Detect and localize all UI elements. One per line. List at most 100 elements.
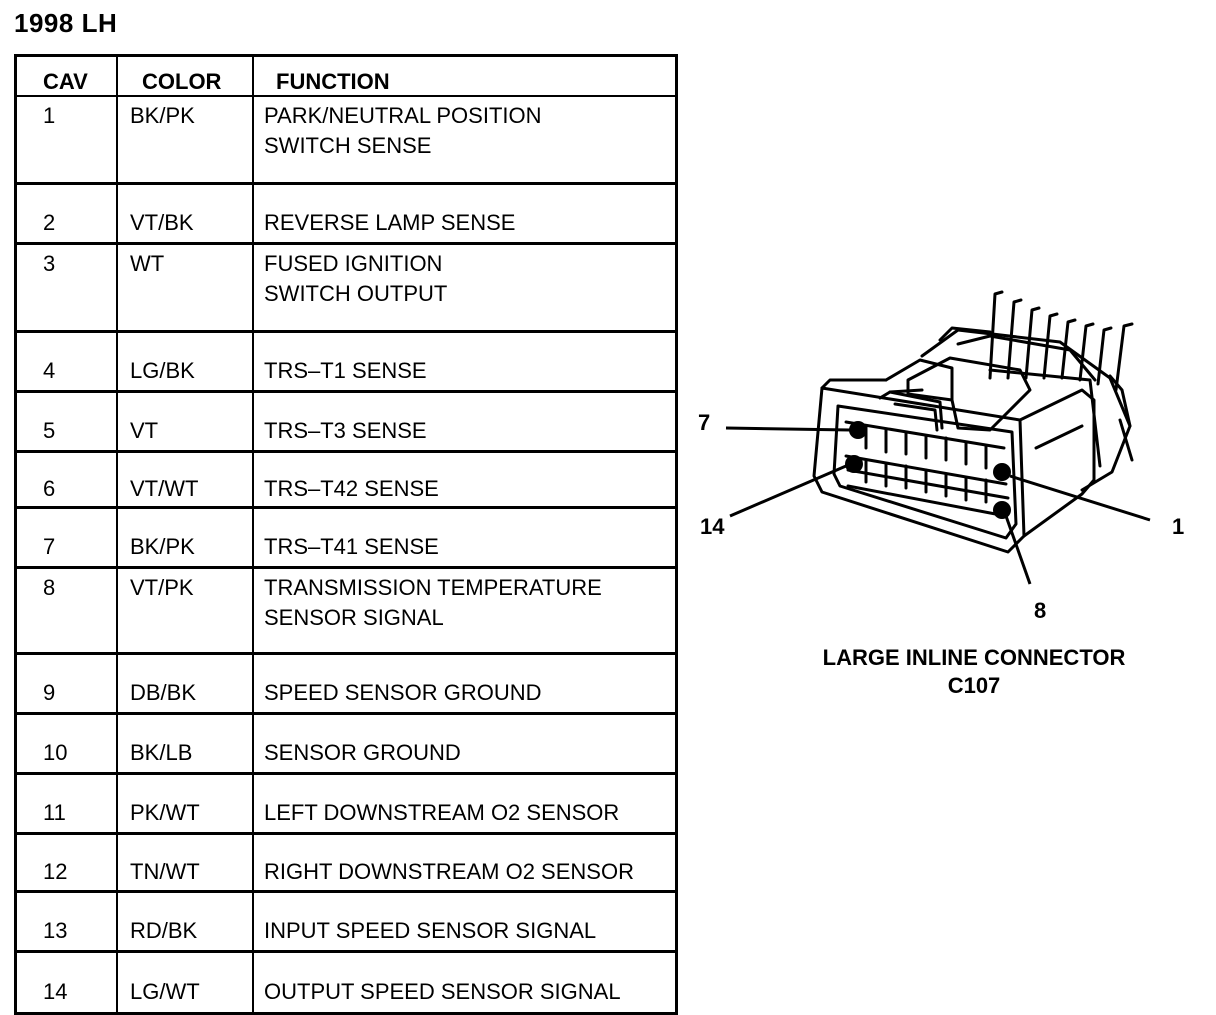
cell-function: LEFT DOWNSTREAM O2 SENSOR — [254, 775, 675, 832]
connector-illustration — [725, 290, 1151, 585]
cell-color: VT/PK — [118, 569, 254, 652]
cell-cav: 1 — [17, 97, 118, 182]
wire — [1078, 322, 1095, 382]
cell-function: TRS–T42 SENSE — [254, 453, 675, 506]
cell-cav: 13 — [17, 893, 118, 950]
cell-cav: 6 — [17, 453, 118, 506]
cell-function: TRS–T3 SENSE — [254, 393, 675, 450]
function-line: LEFT DOWNSTREAM O2 SENSOR — [264, 800, 620, 825]
leader-7 — [725, 426, 851, 432]
connector-caption: LARGE INLINE CONNECTOR C107 — [806, 644, 1142, 700]
cell-function: FUSED IGNITION SWITCH OUTPUT — [254, 245, 675, 330]
cell-cav: 9 — [17, 655, 118, 712]
pin-8-marker — [993, 501, 1011, 519]
cell-color: BK/PK — [118, 509, 254, 566]
cell-function: TRANSMISSION TEMPERATURE SENSOR SIGNAL — [254, 569, 675, 652]
function-line: SWITCH OUTPUT — [264, 281, 448, 306]
cell-cav: 4 — [17, 333, 118, 390]
cell-cav: 12 — [17, 835, 118, 890]
pin-14-label: 14 — [700, 514, 725, 539]
pin-8-label: 8 — [1034, 598, 1047, 623]
wire — [1006, 298, 1023, 380]
cell-color: BK/LB — [118, 715, 254, 772]
cell-function: PARK/NEUTRAL POSITION SWITCH SENSE — [254, 97, 675, 182]
cell-color: WT — [118, 245, 254, 330]
header-cav: CAV — [17, 57, 118, 95]
function-line: TRS–T41 SENSE — [264, 534, 439, 559]
cell-color: DB/BK — [118, 655, 254, 712]
cell-function: TRS–T41 SENSE — [254, 509, 675, 566]
cell-function: OUTPUT SPEED SENSOR SIGNAL — [254, 953, 675, 1012]
wire — [988, 290, 1004, 380]
cell-function: INPUT SPEED SENSOR SIGNAL — [254, 893, 675, 950]
connector-caption-line2: C107 — [947, 673, 1001, 698]
page-title: 1998 LH — [14, 8, 118, 38]
wire — [1060, 318, 1077, 380]
pin-1-marker — [993, 463, 1011, 481]
wire — [1042, 312, 1059, 380]
cell-cav: 5 — [17, 393, 118, 450]
cell-function: SENSOR GROUND — [254, 715, 675, 772]
function-line: TRS–T42 SENSE — [264, 476, 439, 501]
cell-color: LG/WT — [118, 953, 254, 1012]
function-line: SENSOR SIGNAL — [264, 605, 444, 630]
table-header: CAV COLOR FUNCTION — [17, 57, 675, 97]
function-line: REVERSE LAMP SENSE — [264, 210, 516, 235]
cell-color: VT/BK — [118, 185, 254, 242]
cell-color: TN/WT — [118, 835, 254, 890]
function-line: RIGHT DOWNSTREAM O2 SENSOR — [264, 859, 634, 884]
leader-14 — [729, 464, 847, 518]
function-line: OUTPUT SPEED SENSOR SIGNAL — [264, 979, 621, 1004]
cell-color: LG/BK — [118, 333, 254, 390]
cell-cav: 11 — [17, 775, 118, 832]
cell-function: REVERSE LAMP SENSE — [254, 185, 675, 242]
cell-color: RD/BK — [118, 893, 254, 950]
cell-cav: 2 — [17, 185, 118, 242]
wire — [1024, 306, 1041, 380]
function-line: FUSED IGNITION — [264, 251, 443, 276]
function-line: SWITCH SENSE — [264, 133, 432, 158]
cell-function: SPEED SENSOR GROUND — [254, 655, 675, 712]
pin-14-marker — [845, 455, 863, 473]
function-line: SENSOR GROUND — [264, 740, 461, 765]
function-line: TRS–T3 SENSE — [264, 418, 427, 443]
cell-function: TRS–T1 SENSE — [254, 333, 675, 390]
function-line: TRS–T1 SENSE — [264, 358, 427, 383]
function-line: TRANSMISSION TEMPERATURE — [264, 575, 602, 600]
cell-cav: 10 — [17, 715, 118, 772]
cell-color: BK/PK — [118, 97, 254, 182]
cell-color: VT — [118, 393, 254, 450]
pin-7-label: 7 — [698, 410, 711, 435]
wire — [1096, 326, 1113, 386]
cell-cav: 7 — [17, 509, 118, 566]
cell-cav: 3 — [17, 245, 118, 330]
cell-cav: 8 — [17, 569, 118, 652]
wire — [1114, 322, 1134, 392]
connector-caption-line1: LARGE INLINE CONNECTOR — [822, 645, 1126, 670]
leader-8 — [1004, 515, 1032, 585]
cell-color: PK/WT — [118, 775, 254, 832]
function-line: SPEED SENSOR GROUND — [264, 680, 542, 705]
cell-color: VT/WT — [118, 453, 254, 506]
pin-1-label: 1 — [1172, 514, 1185, 539]
leader-1 — [1009, 474, 1151, 522]
function-line: PARK/NEUTRAL POSITION — [264, 103, 542, 128]
header-color: COLOR — [118, 57, 254, 95]
cell-function: RIGHT DOWNSTREAM O2 SENSOR — [254, 835, 675, 890]
